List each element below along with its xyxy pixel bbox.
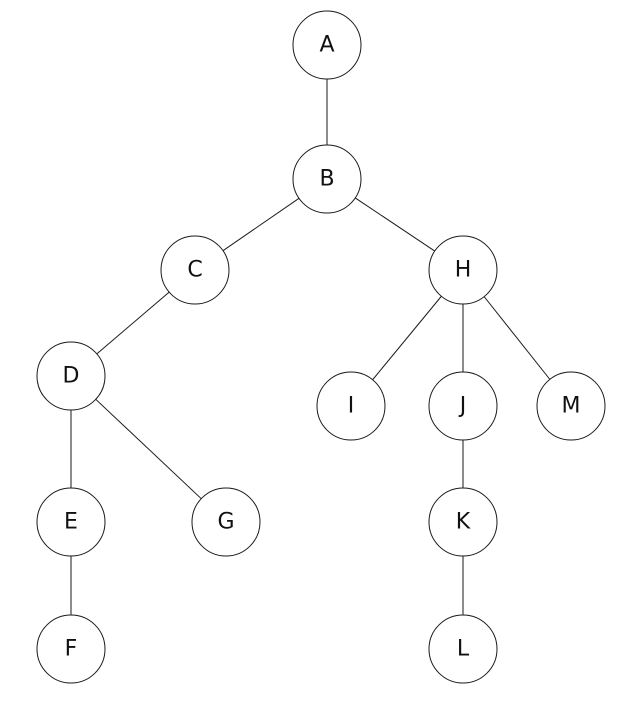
node-a: A: [292, 10, 362, 80]
node-f: F: [36, 614, 106, 684]
nodes-layer: A B C H D I J M E G K F L: [36, 10, 606, 684]
edge-b-c: [222, 197, 300, 252]
node-circle: [428, 235, 498, 305]
node-label: J: [458, 394, 467, 419]
node-circle: [191, 487, 261, 557]
node-label: K: [456, 510, 471, 535]
node-label: E: [64, 510, 78, 535]
edge-c-d: [96, 291, 170, 355]
node-label: D: [63, 364, 80, 389]
node-k: K: [428, 487, 498, 557]
node-circle: [292, 10, 362, 80]
node-circle: [292, 144, 362, 214]
edge-h-m: [483, 296, 551, 380]
node-c: C: [160, 235, 230, 305]
node-l: L: [428, 614, 498, 684]
node-circle: [428, 614, 498, 684]
edge-b-h: [354, 197, 436, 252]
node-circle: [428, 371, 498, 441]
node-label: L: [457, 637, 470, 662]
node-circle: [160, 235, 230, 305]
node-label: I: [348, 394, 355, 419]
edge-d-g: [95, 398, 202, 500]
node-circle: [36, 487, 106, 557]
node-circle: [536, 371, 606, 441]
node-circle: [36, 341, 106, 411]
node-label: F: [65, 637, 78, 662]
node-label: C: [187, 258, 202, 283]
node-circle: [36, 614, 106, 684]
node-b: B: [292, 144, 362, 214]
node-i: I: [316, 371, 386, 441]
node-j: J: [428, 371, 498, 441]
node-m: M: [536, 371, 606, 441]
edge-h-i: [372, 295, 442, 381]
node-circle: [428, 487, 498, 557]
node-label: B: [319, 167, 334, 192]
node-label: G: [217, 510, 234, 535]
node-label: M: [562, 394, 581, 419]
node-label: H: [455, 258, 472, 283]
node-d: D: [36, 341, 106, 411]
node-h: H: [428, 235, 498, 305]
edges-layer: [70, 79, 551, 615]
node-label: A: [319, 33, 334, 58]
node-g: G: [191, 487, 261, 557]
node-e: E: [36, 487, 106, 557]
node-circle: [316, 371, 386, 441]
